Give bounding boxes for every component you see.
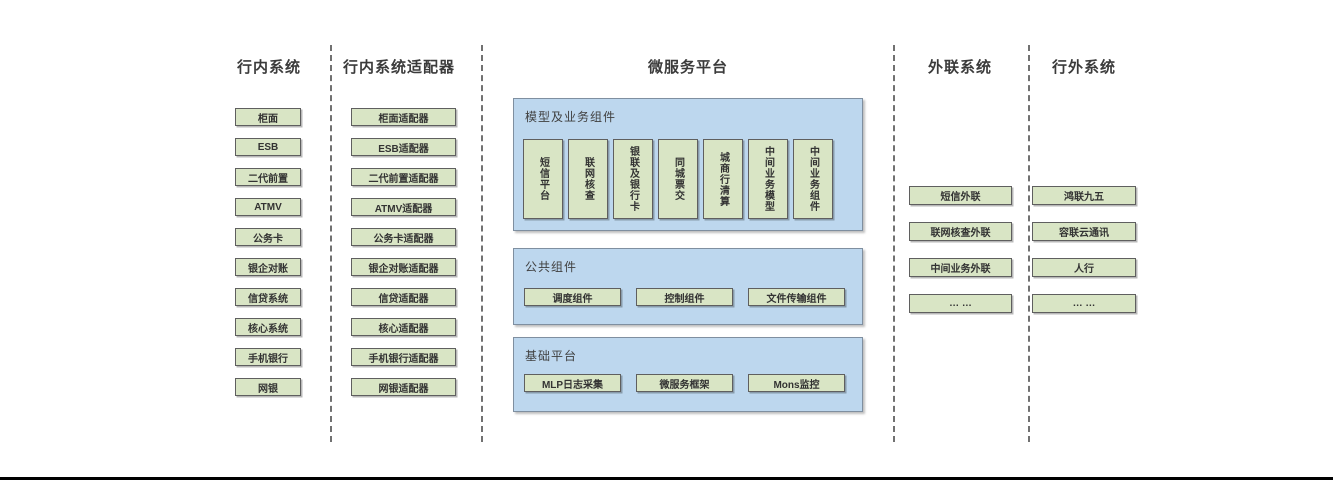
panel-label: 公共组件 bbox=[525, 260, 578, 274]
system-box: 手机银行 bbox=[235, 348, 301, 366]
adapter-box: 公务卡适配器 bbox=[351, 228, 456, 246]
component-row: 短信平台 联网核查 银联及银行卡 同城票交 城商行清算 中间业务模型 中间业务组… bbox=[523, 139, 833, 219]
column-title-microservice-platform: 微服务平台 bbox=[647, 59, 728, 76]
adapter-box: 二代前置适配器 bbox=[351, 168, 456, 186]
component-box: 中间业务模型 bbox=[748, 139, 788, 219]
adapter-box: 银企对账适配器 bbox=[351, 258, 456, 276]
panel-label: 基础平台 bbox=[525, 349, 578, 363]
adapter-box: 核心适配器 bbox=[351, 318, 456, 336]
system-box: 联网核查外联 bbox=[909, 222, 1012, 241]
column-title-internal-systems: 行内系统 bbox=[236, 59, 301, 76]
external-systems-column: 鸿联九五 容联云通讯 人行 … … bbox=[1032, 186, 1136, 313]
component-row: 调度组件 控制组件 文件传输组件 bbox=[524, 288, 845, 306]
panel-model-business-components: 模型及业务组件 短信平台 联网核查 银联及银行卡 同城票交 城商行清算 中间业务… bbox=[513, 98, 863, 231]
system-box: … … bbox=[1032, 294, 1136, 313]
system-box: 网银 bbox=[235, 378, 301, 396]
panel-base-platform: 基础平台 MLP日志采集 微服务框架 Mons监控 bbox=[513, 337, 863, 412]
system-box: 鸿联九五 bbox=[1032, 186, 1136, 205]
system-box: ATMV bbox=[235, 198, 301, 216]
system-box: 柜面 bbox=[235, 108, 301, 126]
adapter-box: ESB适配器 bbox=[351, 138, 456, 156]
system-box: … … bbox=[909, 294, 1012, 313]
column-divider bbox=[893, 45, 895, 442]
component-box: 文件传输组件 bbox=[748, 288, 845, 306]
column-title-external-systems: 行外系统 bbox=[1051, 59, 1116, 76]
panel-label: 模型及业务组件 bbox=[525, 110, 617, 124]
adapter-box: 手机银行适配器 bbox=[351, 348, 456, 366]
system-box: 短信外联 bbox=[909, 186, 1012, 205]
system-box: 核心系统 bbox=[235, 318, 301, 336]
column-divider bbox=[481, 45, 483, 442]
system-box: 二代前置 bbox=[235, 168, 301, 186]
component-box: 银联及银行卡 bbox=[613, 139, 653, 219]
component-box: 短信平台 bbox=[523, 139, 563, 219]
system-box: 公务卡 bbox=[235, 228, 301, 246]
system-box: ESB bbox=[235, 138, 301, 156]
system-box: 银企对账 bbox=[235, 258, 301, 276]
component-box: 微服务框架 bbox=[636, 374, 733, 392]
column-divider bbox=[330, 45, 332, 442]
system-box: 信贷系统 bbox=[235, 288, 301, 306]
bottom-rule bbox=[0, 477, 1333, 480]
internal-adapters-column: 柜面适配器 ESB适配器 二代前置适配器 ATMV适配器 公务卡适配器 银企对账… bbox=[351, 108, 456, 396]
component-box: 联网核查 bbox=[568, 139, 608, 219]
column-title-internal-adapters: 行内系统适配器 bbox=[343, 59, 456, 76]
component-box: MLP日志采集 bbox=[524, 374, 621, 392]
adapter-box: ATMV适配器 bbox=[351, 198, 456, 216]
column-divider bbox=[1028, 45, 1030, 442]
component-box: Mons监控 bbox=[748, 374, 845, 392]
panel-common-components: 公共组件 调度组件 控制组件 文件传输组件 bbox=[513, 248, 863, 325]
component-box: 调度组件 bbox=[524, 288, 621, 306]
internal-systems-column: 柜面 ESB 二代前置 ATMV 公务卡 银企对账 信贷系统 核心系统 手机银行… bbox=[235, 108, 301, 396]
component-row: MLP日志采集 微服务框架 Mons监控 bbox=[524, 374, 845, 392]
adapter-box: 柜面适配器 bbox=[351, 108, 456, 126]
adapter-box: 网银适配器 bbox=[351, 378, 456, 396]
outreach-systems-column: 短信外联 联网核查外联 中间业务外联 … … bbox=[909, 186, 1012, 313]
system-box: 人行 bbox=[1032, 258, 1136, 277]
adapter-box: 信贷适配器 bbox=[351, 288, 456, 306]
system-box: 中间业务外联 bbox=[909, 258, 1012, 277]
component-box: 中间业务组件 bbox=[793, 139, 833, 219]
component-box: 城商行清算 bbox=[703, 139, 743, 219]
system-box: 容联云通讯 bbox=[1032, 222, 1136, 241]
component-box: 控制组件 bbox=[636, 288, 733, 306]
column-title-outreach-systems: 外联系统 bbox=[927, 59, 992, 76]
component-box: 同城票交 bbox=[658, 139, 698, 219]
